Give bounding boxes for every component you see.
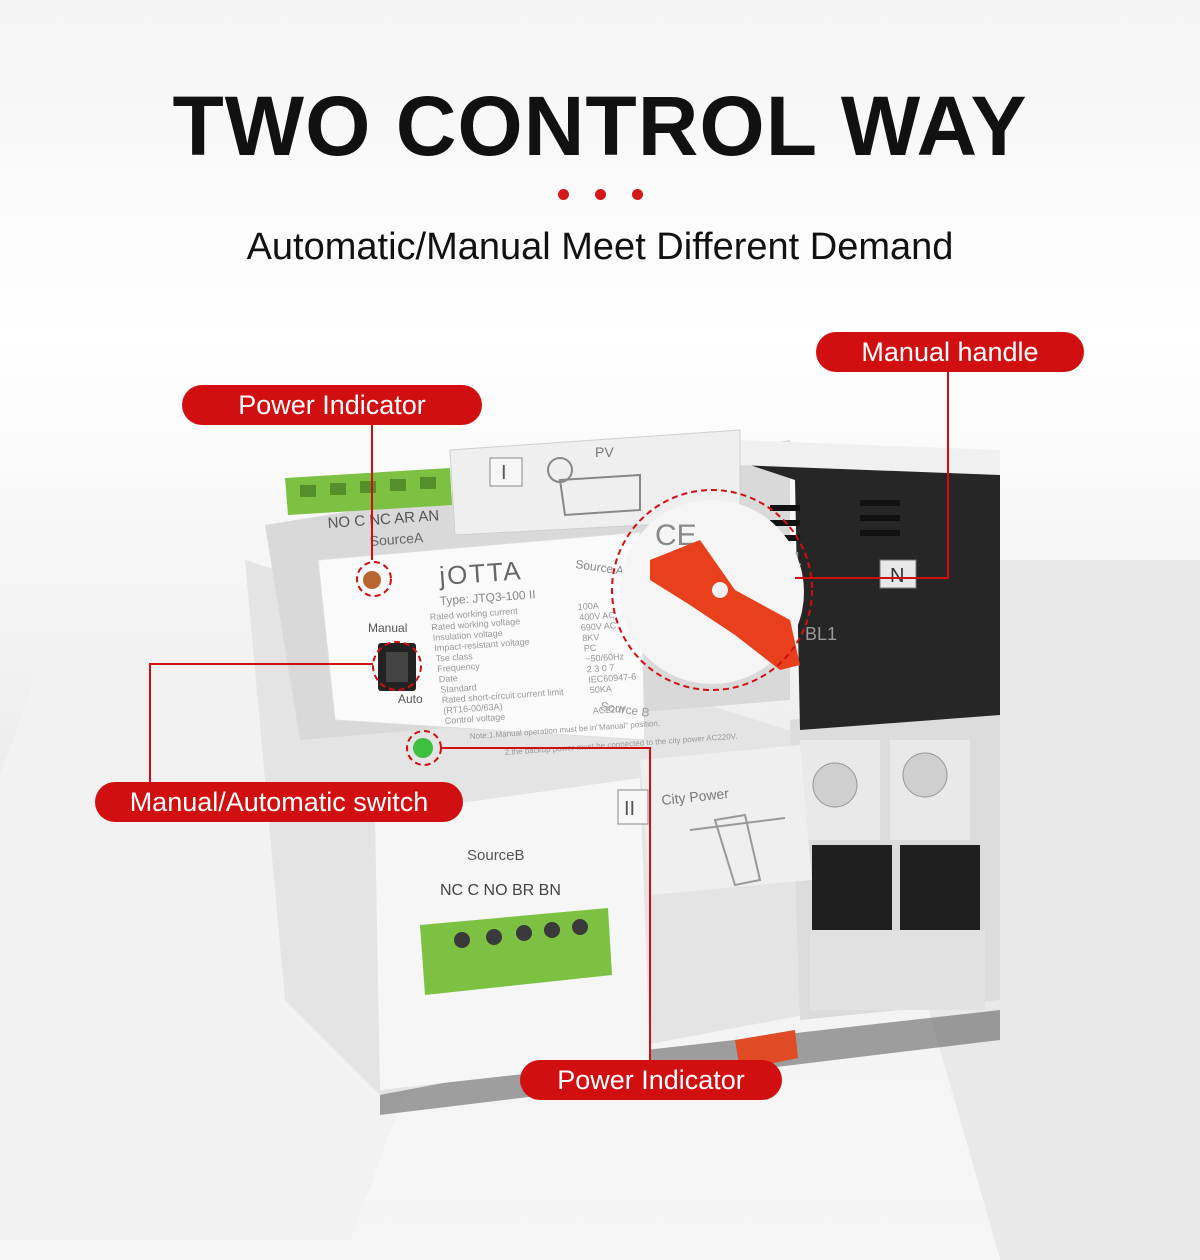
spec-name: Insulation voltage <box>432 628 503 643</box>
manual-handle <box>650 540 800 670</box>
page-subtitle: Automatic/Manual Meet Different Demand <box>246 226 954 268</box>
source-b-terminal-block <box>420 908 612 995</box>
divider-dot <box>594 189 606 200</box>
spec-name: Standard <box>440 682 477 695</box>
city-power-label: City Power <box>661 785 730 808</box>
source-b-label: SourceB <box>467 847 525 864</box>
mark-one-box <box>489 457 523 487</box>
handle-block <box>735 460 1000 730</box>
terminal-screw-left <box>812 762 858 808</box>
spec-value: 50KA <box>589 684 612 696</box>
mark-one: I <box>501 462 507 484</box>
terminal-screw-right <box>902 752 948 798</box>
leader-line-handle <box>795 368 949 579</box>
terminal-screw <box>486 929 502 945</box>
divider-dot <box>631 189 643 200</box>
callout-manual-handle: Manual handle <box>816 332 1084 372</box>
power-tower-icon <box>713 813 762 887</box>
terminal-screw <box>572 919 588 935</box>
mark-two-box <box>617 789 649 825</box>
spec-value: 690V AC <box>580 620 617 632</box>
vent-slot <box>770 505 800 511</box>
transfer-switch-illustration: AL1 BL1 N I PV NO C NC AR AN SourceA jOT… <box>149 368 1000 1115</box>
solar-panel-icon <box>558 473 641 517</box>
spec-value: 2 3 0 7 <box>586 662 614 674</box>
mode-switch-slider <box>386 652 408 682</box>
leader-line-power-bottom <box>440 747 651 1062</box>
terminal-screw <box>420 477 436 489</box>
spec-value: 8KV <box>582 632 600 643</box>
spec-value: 100A <box>577 601 599 612</box>
leader-line-switch <box>149 663 373 782</box>
terminal-screw <box>454 932 470 948</box>
handle-block-top <box>735 440 1000 475</box>
type-line: Type: JTQ3-100 II <box>439 587 536 608</box>
source-a-panel-label: Source A <box>575 557 625 578</box>
switch-auto-label: Auto <box>398 692 423 706</box>
spec-name: Control voltage <box>444 712 505 726</box>
n-mark-box <box>879 559 917 589</box>
switch-highlight <box>372 641 422 691</box>
switch-manual-label: Manual <box>368 621 407 635</box>
n-mark: N <box>890 565 904 587</box>
spec-name: (RT16-00/63A) <box>443 701 503 715</box>
indicator-highlight-top <box>356 561 392 597</box>
spec-value: 400V AC <box>579 610 616 622</box>
bl1-label: BL1 <box>805 624 837 644</box>
spec-name: Frequency <box>437 661 481 674</box>
vent-slot <box>860 530 900 536</box>
source-b-terminal-labels: NC C NO BR BN <box>440 882 561 899</box>
spec-value: PC <box>583 643 597 654</box>
spec-value: IEC60947-6 <box>588 671 637 684</box>
power-indicator-a <box>363 571 381 589</box>
terminal-screw <box>300 485 316 497</box>
pv-label: PV <box>595 444 614 460</box>
terminal-screw <box>390 479 406 491</box>
power-indicator-b <box>413 738 433 758</box>
handle-highlight <box>611 489 813 691</box>
spec-name: Tse class <box>435 651 473 664</box>
callout-power-indicator-bottom: Power Indicator <box>520 1060 782 1100</box>
spec-value: AC220V <box>592 704 626 716</box>
mark-two: II <box>624 798 635 820</box>
vent-slot <box>860 515 900 521</box>
spec-name: Date <box>438 673 458 684</box>
source-b-panel-label: Source B <box>600 699 651 720</box>
terminal-screw <box>544 922 560 938</box>
city-power-module <box>640 745 812 895</box>
page-title: TWO CONTROL WAY <box>172 79 1028 173</box>
terminal-guard <box>810 930 985 1010</box>
terminal-screw <box>330 483 346 495</box>
vent-slot <box>860 500 900 506</box>
title-divider-dots <box>0 187 1200 205</box>
terminal-screw <box>360 481 376 493</box>
brand-logo: jOTTA <box>437 555 523 591</box>
handle-pivot <box>712 582 728 598</box>
power-tower-crossarm <box>689 817 786 831</box>
source-a-label: SourceA <box>369 529 424 549</box>
callout-power-indicator-top: Power Indicator <box>182 385 482 425</box>
terminal-screw <box>516 925 532 941</box>
divider-dot <box>557 189 569 200</box>
callout-mode-switch: Manual/Automatic switch <box>95 782 463 822</box>
spec-value: ~50/60Hz <box>585 651 625 664</box>
